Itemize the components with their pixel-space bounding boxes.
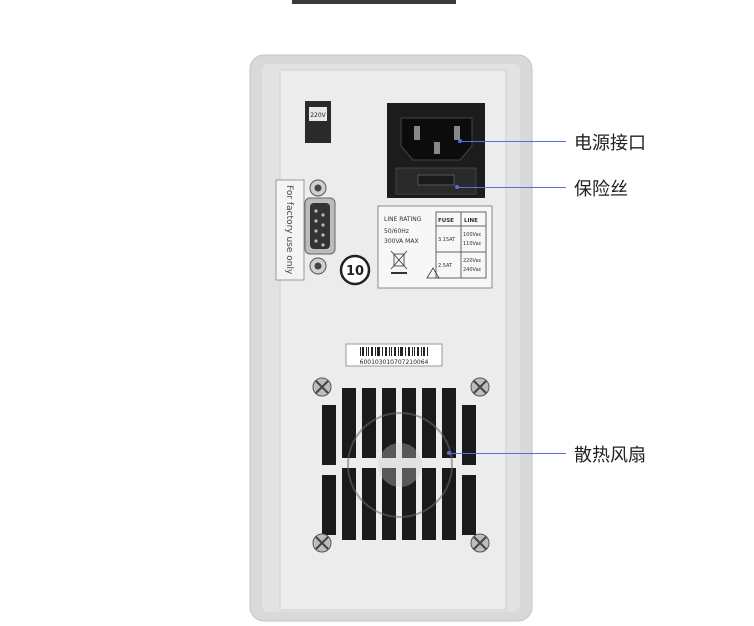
fan-screw-top-right <box>470 377 490 397</box>
weee-bin-icon <box>390 250 408 274</box>
line-voltage-2b: 240Vac <box>463 267 482 273</box>
fan-screw-bottom-right <box>470 533 490 553</box>
power-inlet <box>387 103 485 198</box>
serial-number-text: 600103010707210064 <box>360 359 429 366</box>
eco-badge-text: 10 <box>346 264 364 279</box>
line-voltage-2a: 220Vac <box>463 258 482 264</box>
voltage-switch: 220V <box>305 101 331 143</box>
line-rating-label: LINE RATING 50/60Hz 300VA MAX FUSE LINE … <box>377 205 493 289</box>
callout-power-inlet: 电源接口 <box>574 133 646 154</box>
fuse-rating-1: 3.15AT <box>438 237 456 243</box>
line-rating-freq: 50/60Hz <box>384 228 409 235</box>
fan-leader-line <box>449 453 566 454</box>
serial-barcode: 600103010707210064 <box>345 343 443 367</box>
top-divider-bar <box>292 0 456 4</box>
fan-grille <box>322 388 476 540</box>
fan-screw-top-left <box>312 377 332 397</box>
eco-badge: 10 <box>339 254 371 286</box>
serial-port <box>304 179 336 275</box>
warning-triangle-icon <box>426 267 440 279</box>
factory-sticker-text: For factory use only <box>284 185 294 275</box>
power-inlet-leader-line <box>460 141 566 142</box>
fuse-leader-line <box>457 187 566 188</box>
line-rating-title: LINE RATING <box>384 216 422 223</box>
line-rating-power: 300VA MAX <box>384 238 419 245</box>
fuse-header: FUSE <box>438 218 454 224</box>
fan-screw-bottom-left <box>312 533 332 553</box>
fuse-rating-2: 2.5AT <box>438 263 453 269</box>
line-voltage-1a: 100Vac <box>463 232 482 238</box>
callout-fuse: 保险丝 <box>574 179 628 200</box>
callout-fan: 散热风扇 <box>574 445 646 466</box>
voltage-switch-label: 220V <box>310 112 326 119</box>
line-header: LINE <box>464 218 478 224</box>
line-voltage-1b: 110Vac <box>463 241 482 247</box>
factory-sticker: For factory use only <box>275 179 305 281</box>
